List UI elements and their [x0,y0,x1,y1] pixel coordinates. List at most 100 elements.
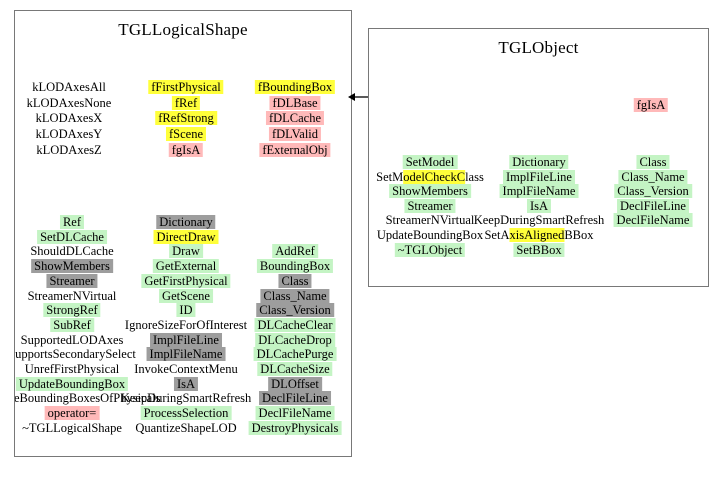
member-name-highlight: fBoundingBox [254,80,336,94]
member-label: Streamer [404,198,456,213]
member-label: Class_Version [614,184,692,199]
member-name-highlight: fDLCache [265,111,325,126]
member-label: Streamer [46,273,98,288]
member-label: fDLValid [268,127,322,142]
member-label: fBoundingBox [254,80,336,94]
member-label: IgnoreSizeForOfInterest [125,318,247,332]
member-label: ID [176,303,196,318]
member-name-highlight: SetBBox [513,242,565,257]
member-label: SupportedLODAxes [21,333,124,347]
member-name-highlight: fScene [165,127,207,142]
member-label: KeepDuringSmartRefresh [121,391,252,405]
member-label: fgIsA [168,142,204,157]
member-label: SubRef [50,317,94,332]
member-label: fScene [165,127,207,142]
member-name-highlight: GetFirstPhysical [141,273,231,288]
member-name-highlight: Class [636,155,670,169]
member-name-highlight: ImplFileLine [503,169,575,184]
member-name-highlight: ImplFileLine [150,332,222,347]
member-name-text: lass [465,169,484,184]
member-name-highlight: fRefStrong [155,111,217,126]
member-label: UnrefFirstPhysical [25,362,119,376]
member-label: GetScene [159,288,213,303]
member-name-highlight: Ref [59,215,85,229]
member-label: fRefStrong [155,111,217,126]
member-label: GetExternal [152,259,220,274]
member-name-highlight: fDLValid [268,127,322,142]
member-label: fRef [171,95,201,110]
member-label: UpdateBoundingBoxesOfPhysicals [15,391,161,405]
member-label: ShouldDLCache [30,244,113,258]
member-label: DeclFileName [255,406,335,421]
member-name-text: StreamerNVirtual [385,213,475,228]
member-name-text: kLODAxesX [35,111,103,126]
member-name-highlight: fExternalObj [259,142,331,157]
member-name-highlight: DeclFileName [255,406,335,421]
member-name-highlight: ProcessSelection [140,406,232,421]
member-label: kLODAxesX [36,111,103,125]
member-label: KeepDuringSmartRefresh [474,213,605,227]
member-name-highlight: ShowMembers [389,184,471,199]
member-name-highlight: odelCheckC [403,169,466,184]
member-label: ~TGLLogicalShape [22,421,122,435]
member-name-highlight: DLCachePurge [253,347,337,362]
member-label: DeclFileName [613,213,693,228]
member-label: fDLBase [269,95,321,110]
member-name-highlight: Class [278,273,312,288]
member-label: DLCacheClear [254,317,336,332]
member-label: AddRef [272,244,318,259]
member-name-highlight: IsA [173,376,199,391]
member-name-highlight: DLCacheClear [254,317,336,332]
member-label: ImplFileName [499,184,579,199]
member-name-highlight: ImplFileName [146,347,226,362]
member-name-text: SetA [484,228,510,242]
member-name-highlight: DLCacheSize [257,362,333,376]
member-name-text: UnrefFirstPhysical [24,362,120,376]
member-label: ShowMembers [31,259,113,274]
member-label: DestroyPhysicals [248,420,342,435]
member-label: kLODAxesAll [32,80,106,94]
member-name-highlight: AddRef [272,244,318,259]
member-label: BoundingBox [256,259,334,274]
member-name-text: ShouldDLCache [30,244,114,259]
member-name-highlight: DeclFileLine [259,391,331,406]
member-label: InvokeContextMenu [134,362,237,376]
member-name-text: InvokeContextMenu [134,362,238,376]
member-label: DeclFileLine [617,198,689,213]
member-name-highlight: fRef [171,95,201,110]
member-name-highlight: DLCacheDrop [255,332,335,347]
member-name-highlight: Class_Name [618,169,688,184]
member-label: SetModel [402,155,458,169]
member-name-highlight: xisAligned [509,228,565,242]
member-name-highlight: GetExternal [152,259,220,274]
member-name-highlight: operator= [44,406,100,421]
member-name-highlight: DeclFileLine [617,198,689,213]
member-label: DLCacheDrop [255,332,335,347]
member-name-highlight: Draw [169,244,203,259]
member-label: Draw [169,244,203,259]
member-name-text: StreamerNVirtual [27,288,117,303]
member-label: Class [278,273,312,288]
member-label: Class_Version [256,303,334,318]
member-label: ~TGLObject [394,242,466,257]
member-label: QuantizeShapeLOD [135,421,236,435]
member-name-highlight: BoundingBox [256,259,334,274]
member-label: UpdateBoundingBox [377,228,483,242]
member-name-highlight: Dictionary [509,155,569,169]
member-label: StreamerNVirtual [28,289,117,303]
member-name-text: kLODAxesAll [32,80,106,94]
member-label: StreamerNVirtual [386,213,475,227]
member-name-text: SupportedLODAxes [20,332,124,347]
member-name-highlight: DLOffset [268,376,322,391]
member-label: StrongRef [43,303,101,318]
member-label: IsA [173,376,199,391]
member-name-highlight: IsA [526,198,552,213]
member-name-highlight: SetModel [402,155,458,169]
member-name-highlight: Class_Version [256,303,334,318]
member-label: ImplFileLine [503,169,575,184]
member-label: operator= [44,406,100,421]
member-label: Class_Name [618,169,688,184]
member-name-text: ~TGLLogicalShape [22,420,122,435]
member-name-highlight: ShowMembers [31,259,113,274]
